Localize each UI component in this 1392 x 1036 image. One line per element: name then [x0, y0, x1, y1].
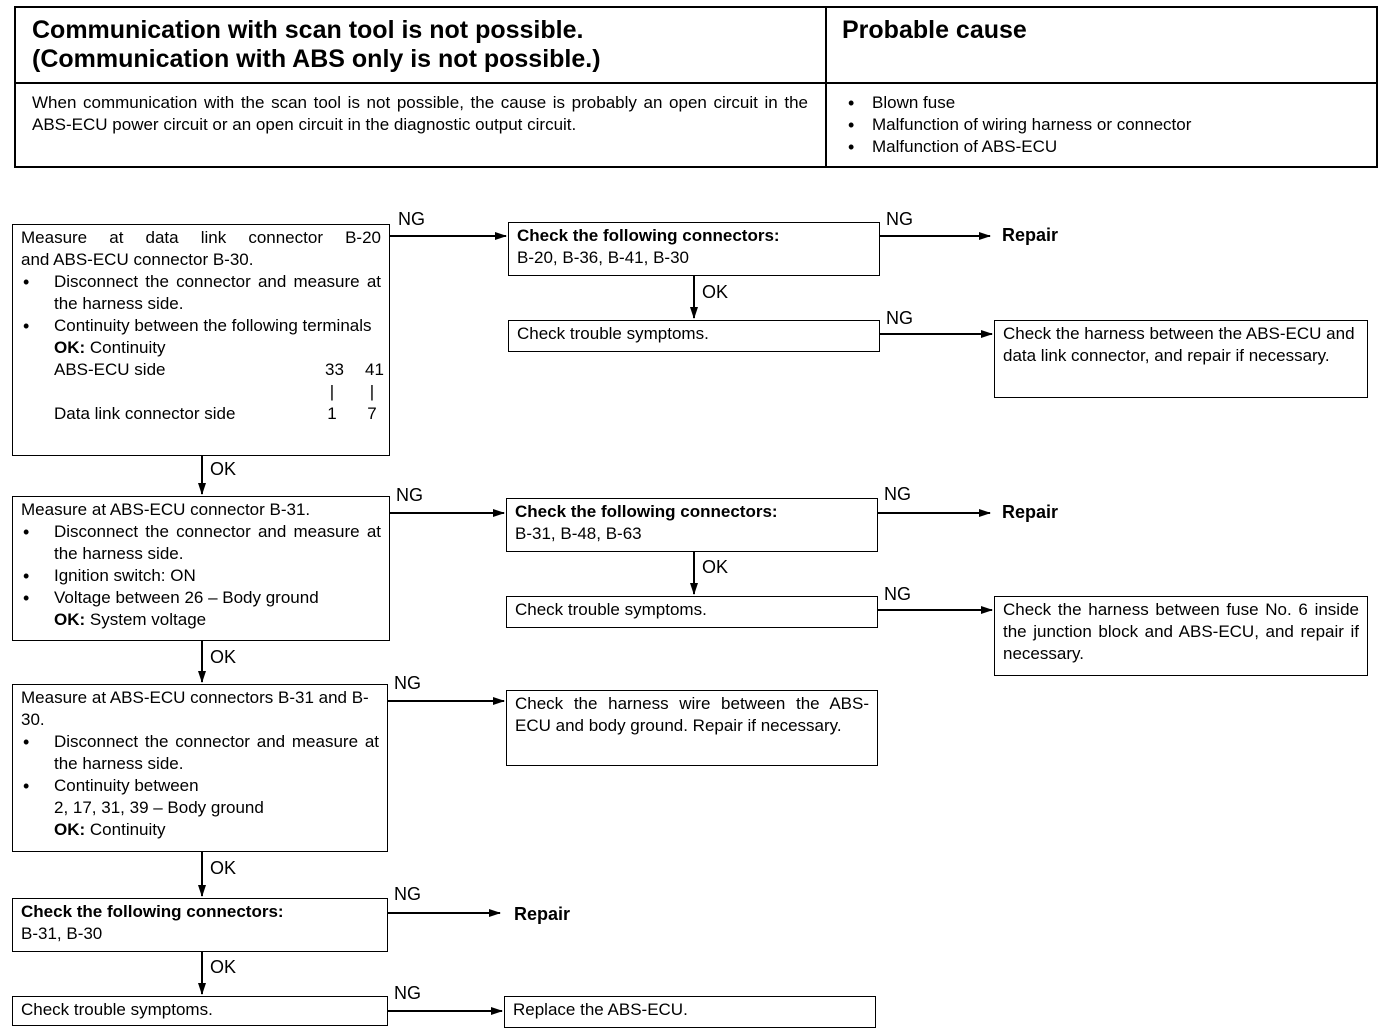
step3-measure-b31-b30-box: Measure at ABS-ECU connectors B-31 and B… [12, 684, 388, 852]
ok-label: OK [210, 459, 237, 479]
repair-label: Repair [1002, 502, 1059, 522]
ng-label: NG [884, 484, 911, 504]
step3a-check-ground-harness-box: Check the harness wire between the ABS-E… [506, 690, 878, 766]
step1b-text: Check trouble symptoms. [517, 324, 709, 343]
step1a-connector-list: B-20, B-36, B-41, B-30 [517, 248, 689, 267]
step2c-text: Check the harness between fuse No. 6 ins… [1003, 600, 1359, 663]
step4-check-connectors-box: Check the following connectors: B-31, B-… [12, 898, 388, 952]
cause-item: Malfunction of ABS-ECU [842, 136, 1342, 158]
step2-measure-b31-box: Measure at ABS-ECU connector B-31. Disco… [12, 496, 390, 641]
step3a-text: Check the harness wire between the ABS-E… [515, 694, 869, 735]
step1-dlc-pin: 1 [327, 404, 337, 423]
step1c-check-harness-box: Check the harness between the ABS-ECU an… [994, 320, 1368, 398]
ng-label: NG [398, 209, 425, 229]
step3-bullet2-line2: 2, 17, 31, 39 – Body ground [54, 798, 264, 817]
ok-label: OK [702, 557, 729, 577]
step1-bullet2: Continuity between the following termina… [21, 315, 381, 337]
step2-bullet2: Ignition switch: ON [21, 565, 381, 587]
repair-label: Repair [1002, 225, 1059, 245]
step2b-check-symptoms-box: Check trouble symptoms. [506, 596, 878, 628]
step1-dlc-pin: 7 [367, 404, 377, 423]
step2-line1: Measure at ABS-ECU connector B-31. [21, 500, 311, 519]
step5a-text: Replace the ABS-ECU. [513, 1000, 688, 1019]
step2a-connector-list: B-31, B-48, B-63 [515, 524, 642, 543]
step3-ok-label: OK: [54, 820, 86, 839]
cause-item: Blown fuse [842, 92, 1342, 114]
step2a-check-connectors-box: Check the following connectors: B-31, B-… [506, 498, 878, 552]
step2-bullet1: Disconnect the connector and measure at … [21, 521, 381, 565]
step2-ok-label: OK: [54, 610, 86, 629]
step2a-title: Check the following connectors: [515, 502, 778, 521]
step1-ecu-pin: 41 [365, 360, 384, 379]
ok-label: OK [210, 858, 237, 878]
step1-line1: Measure at data link connector B-20 [21, 228, 381, 247]
step1-dlc-pins-row: Data link connector side 1 7 [54, 403, 381, 425]
header-column-divider [825, 6, 827, 168]
step2c-check-harness-box: Check the harness between fuse No. 6 ins… [994, 596, 1368, 676]
step1-ecu-side-label: ABS-ECU side [54, 360, 166, 379]
step1-ecu-pins-row: ABS-ECU side 33 41 [54, 359, 384, 381]
step5a-replace-ecu-box: Replace the ABS-ECU. [504, 996, 876, 1028]
cause-item: Malfunction of wiring harness or connect… [842, 114, 1342, 136]
header-description: When communication with the scan tool is… [32, 93, 808, 134]
step2-ok-value: System voltage [89, 610, 207, 629]
step1a-title: Check the following connectors: [517, 226, 780, 245]
step1-measure-dlc-box: Measure at data link connector B-20 and … [12, 224, 390, 456]
step1-pin-connector-marks: || [329, 382, 375, 401]
ng-label: NG [394, 884, 421, 904]
header-title-line1: Communication with scan tool is not poss… [32, 16, 584, 44]
step4-title: Check the following connectors: [21, 902, 284, 921]
step3-bullet2: Continuity between 2, 17, 31, 39 – Body … [21, 775, 379, 819]
step2-bullet3: Voltage between 26 – Body ground [21, 587, 381, 609]
step5-text: Check trouble symptoms. [21, 1000, 213, 1019]
ng-label: NG [886, 209, 913, 229]
probable-cause-title: Probable cause [842, 16, 1027, 44]
step1-dlc-side-label: Data link connector side [54, 404, 236, 423]
step3-bullet1: Disconnect the connector and measure at … [21, 731, 379, 775]
step1a-check-connectors-box: Check the following connectors: B-20, B-… [508, 222, 880, 276]
step4-connector-list: B-31, B-30 [21, 924, 103, 943]
header-title-line2: (Communication with ABS only is not poss… [32, 45, 601, 73]
probable-cause-list: Blown fuse Malfunction of wiring harness… [842, 92, 1342, 158]
step3-ok-value: Continuity [89, 820, 166, 839]
ok-label: OK [210, 647, 237, 667]
header-row-divider [14, 82, 1378, 84]
step1-bullet1: Disconnect the connector and measure at … [21, 271, 381, 315]
header-table [14, 6, 1378, 168]
repair-label: Repair [514, 904, 571, 924]
step1c-text: Check the harness between the ABS-ECU an… [1003, 324, 1355, 365]
ng-label: NG [396, 485, 423, 505]
ng-label: NG [394, 673, 421, 693]
ok-label: OK [210, 957, 237, 977]
ng-label: NG [394, 983, 421, 1003]
ng-label: NG [886, 308, 913, 328]
step3-line1: Measure at ABS-ECU connectors B-31 and B… [21, 688, 369, 729]
step1b-check-symptoms-box: Check trouble symptoms. [508, 320, 880, 352]
header-title: Communication with scan tool is not poss… [32, 16, 601, 74]
step3-bullet2-line1: Continuity between [54, 776, 199, 795]
step1-ecu-pin: 33 [325, 360, 344, 379]
step5-check-symptoms-box: Check trouble symptoms. [12, 996, 388, 1026]
ok-label: OK [702, 282, 729, 302]
step1-line2: and ABS-ECU connector B-30. [21, 250, 254, 269]
step1-ok-label: OK: [54, 338, 86, 357]
step2b-text: Check trouble symptoms. [515, 600, 707, 619]
step1-ok-value: Continuity [89, 338, 166, 357]
ng-label: NG [884, 584, 911, 604]
